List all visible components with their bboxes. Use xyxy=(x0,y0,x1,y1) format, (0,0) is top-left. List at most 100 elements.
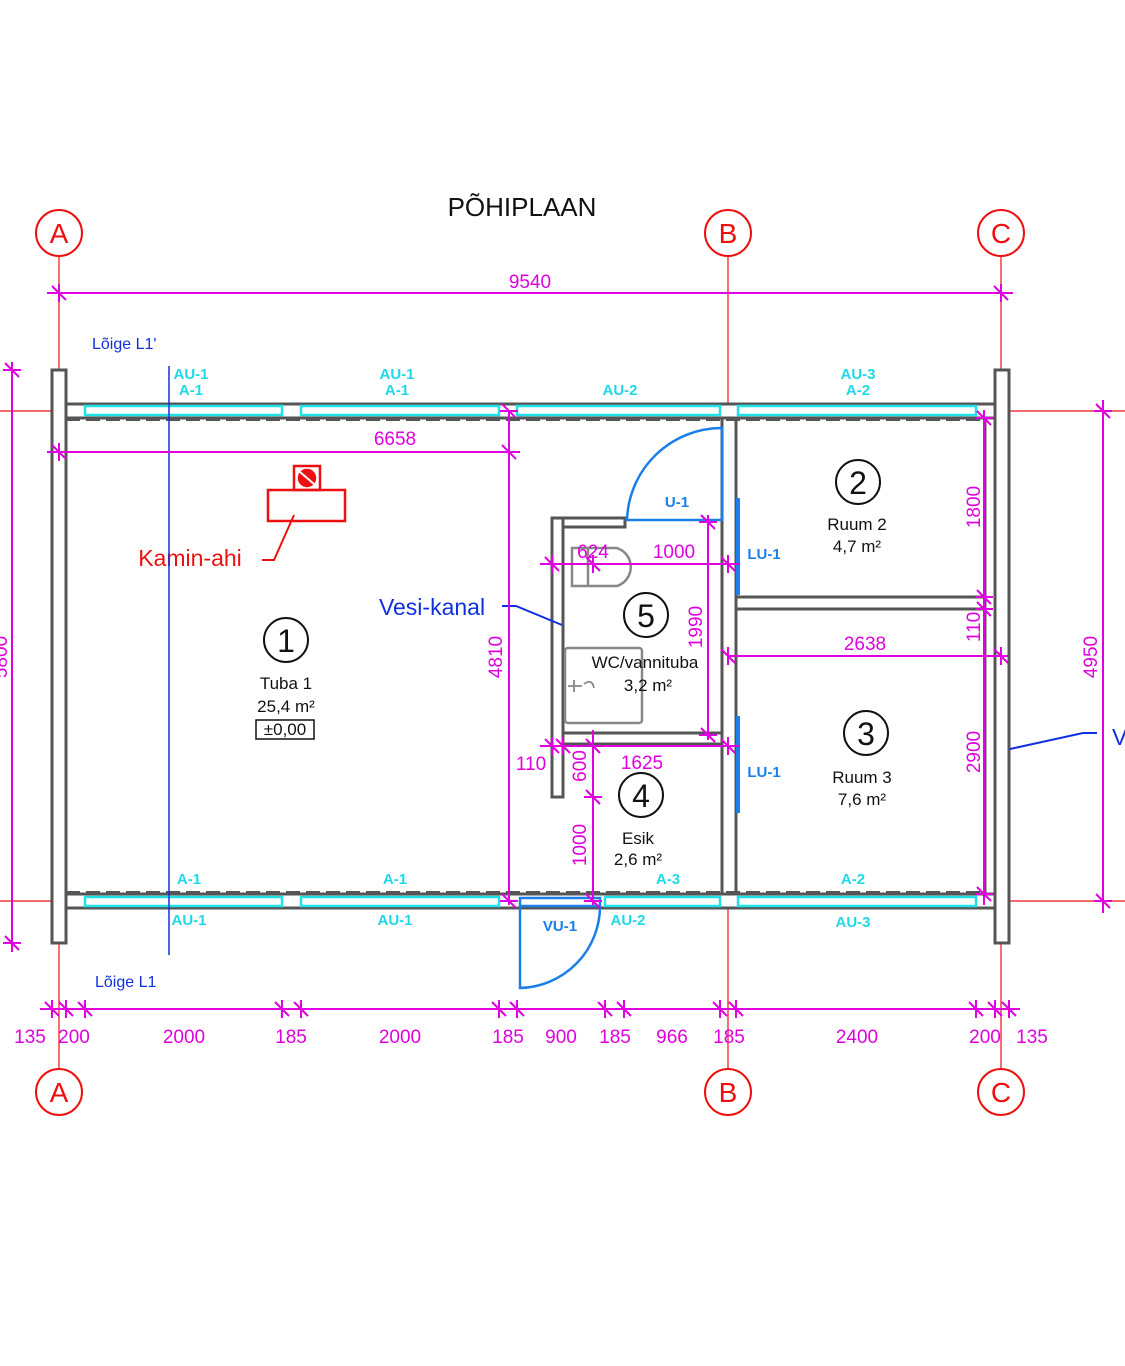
dimension-lines xyxy=(11,292,1104,1010)
svg-text:Tuba 1: Tuba 1 xyxy=(260,674,312,693)
dimension-tick xyxy=(1001,1000,1017,1018)
vesi-arrow xyxy=(502,605,563,626)
dimension-tick xyxy=(544,737,560,755)
door-label-vu1: VU-1 xyxy=(543,918,577,935)
svg-text:AU-1: AU-1 xyxy=(379,366,414,383)
room-5: 5 WC/vannituba 3,2 m² xyxy=(592,592,699,695)
dimension-tick xyxy=(500,403,518,419)
dimension-tick xyxy=(500,893,518,909)
svg-text:A-1: A-1 xyxy=(385,382,409,399)
doors xyxy=(518,426,724,990)
svg-text:3: 3 xyxy=(857,716,875,752)
dimension-tick xyxy=(544,555,560,573)
dim-110: 110 xyxy=(964,612,985,642)
dimension-tick xyxy=(58,1000,74,1018)
svg-text:±0,00: ±0,00 xyxy=(264,720,306,739)
room-1: 1 Tuba 1 25,4 m² ±0,00 xyxy=(255,617,315,740)
dim-1000: 1000 xyxy=(653,542,695,563)
svg-text:A-3: A-3 xyxy=(656,871,680,888)
dimension-tick xyxy=(491,1000,507,1018)
dimension-tick xyxy=(584,893,602,909)
dim-1800: 1800 xyxy=(964,486,985,528)
svg-text:2: 2 xyxy=(849,465,867,501)
svg-text:A-2: A-2 xyxy=(846,382,870,399)
svg-text:135: 135 xyxy=(1016,1027,1048,1048)
plan-title: PÕHIPLAAN xyxy=(448,192,597,222)
svg-text:A: A xyxy=(50,218,69,249)
dimension-tick xyxy=(968,1000,984,1018)
bottom-dimensions: 135 200 2000 185 2000 185 900 185 966 18… xyxy=(14,1027,1048,1048)
dimension-tick xyxy=(509,1000,525,1018)
right-cut-label: V xyxy=(1112,724,1125,750)
dim-1000: 1000 xyxy=(570,824,591,866)
svg-text:25,4 m²: 25,4 m² xyxy=(257,697,315,716)
right-arrow xyxy=(1009,732,1097,750)
svg-text:185: 185 xyxy=(713,1027,745,1048)
door-label-u1: U-1 xyxy=(665,494,689,511)
dimension-tick xyxy=(51,284,67,302)
dimension-tick xyxy=(3,935,21,951)
dimension-tick xyxy=(597,1000,613,1018)
svg-text:185: 185 xyxy=(599,1027,631,1048)
dimension-tick xyxy=(975,886,993,902)
window-label-lu1: LU-1 xyxy=(747,546,780,563)
svg-text:2000: 2000 xyxy=(379,1027,421,1048)
svg-text:4: 4 xyxy=(632,778,650,814)
dimension-tick xyxy=(77,1000,93,1018)
dimension-tick xyxy=(720,647,736,665)
fireplace-icon xyxy=(262,464,347,561)
dimension-ticks xyxy=(3,284,1112,1018)
svg-text:C: C xyxy=(991,218,1011,249)
room-4: 4 Esik 2,6 m² xyxy=(614,772,664,869)
svg-text:5: 5 xyxy=(637,598,655,634)
svg-text:135: 135 xyxy=(14,1027,46,1048)
svg-text:966: 966 xyxy=(656,1027,688,1048)
svg-text:AU-2: AU-2 xyxy=(602,382,637,399)
dim-600: 600 xyxy=(570,750,591,782)
window-label-lu1: LU-1 xyxy=(747,764,780,781)
dim-9540: 9540 xyxy=(509,272,551,293)
dim-1625: 1625 xyxy=(621,753,663,774)
dimension-tick xyxy=(720,737,736,755)
dim-4950: 4950 xyxy=(1081,636,1102,678)
dimension-tick xyxy=(293,1000,309,1018)
svg-text:AU-1: AU-1 xyxy=(173,366,208,383)
svg-text:900: 900 xyxy=(545,1027,577,1048)
dimension-tick xyxy=(712,1000,728,1018)
dim-6658: 6658 xyxy=(374,429,416,450)
dimension-tick xyxy=(975,601,993,617)
svg-text:185: 185 xyxy=(492,1027,524,1048)
dim-5800: 5800 xyxy=(0,636,12,678)
dimension-tick xyxy=(3,362,21,378)
svg-text:4,7 m²: 4,7 m² xyxy=(833,537,882,556)
dimension-tick xyxy=(987,1000,1003,1018)
dimension-tick xyxy=(993,284,1009,302)
room-3: 3 Ruum 3 7,6 m² xyxy=(832,710,892,809)
svg-text:2,6 m²: 2,6 m² xyxy=(614,850,663,869)
dimension-tick xyxy=(699,514,717,530)
svg-text:C: C xyxy=(991,1077,1011,1108)
section-label-bottom: Lõige L1 xyxy=(95,974,156,991)
svg-text:1: 1 xyxy=(277,623,295,659)
dimension-tick xyxy=(585,555,601,573)
svg-text:7,6 m²: 7,6 m² xyxy=(838,790,887,809)
dimension-tick xyxy=(51,443,67,461)
room-2: 2 Ruum 2 4,7 m² xyxy=(827,459,887,556)
dimension-tick xyxy=(720,555,736,573)
dimension-tick xyxy=(975,410,993,426)
bathroom-fixtures xyxy=(563,546,644,725)
svg-text:2000: 2000 xyxy=(163,1027,205,1048)
svg-text:Esik: Esik xyxy=(622,829,655,848)
svg-text:AU-3: AU-3 xyxy=(840,366,875,383)
vesi-label: Vesi-kanal xyxy=(379,594,485,620)
dim-624: 624 xyxy=(577,542,609,563)
axis-markers: A B C A B C xyxy=(35,209,1025,1116)
svg-text:Ruum 2: Ruum 2 xyxy=(827,515,887,534)
svg-text:200: 200 xyxy=(969,1027,1001,1048)
dim-4810: 4810 xyxy=(486,636,507,678)
dimension-tick xyxy=(993,647,1009,665)
dimension-tick xyxy=(555,737,571,755)
dimension-tick xyxy=(585,737,601,755)
svg-text:A: A xyxy=(50,1077,69,1108)
